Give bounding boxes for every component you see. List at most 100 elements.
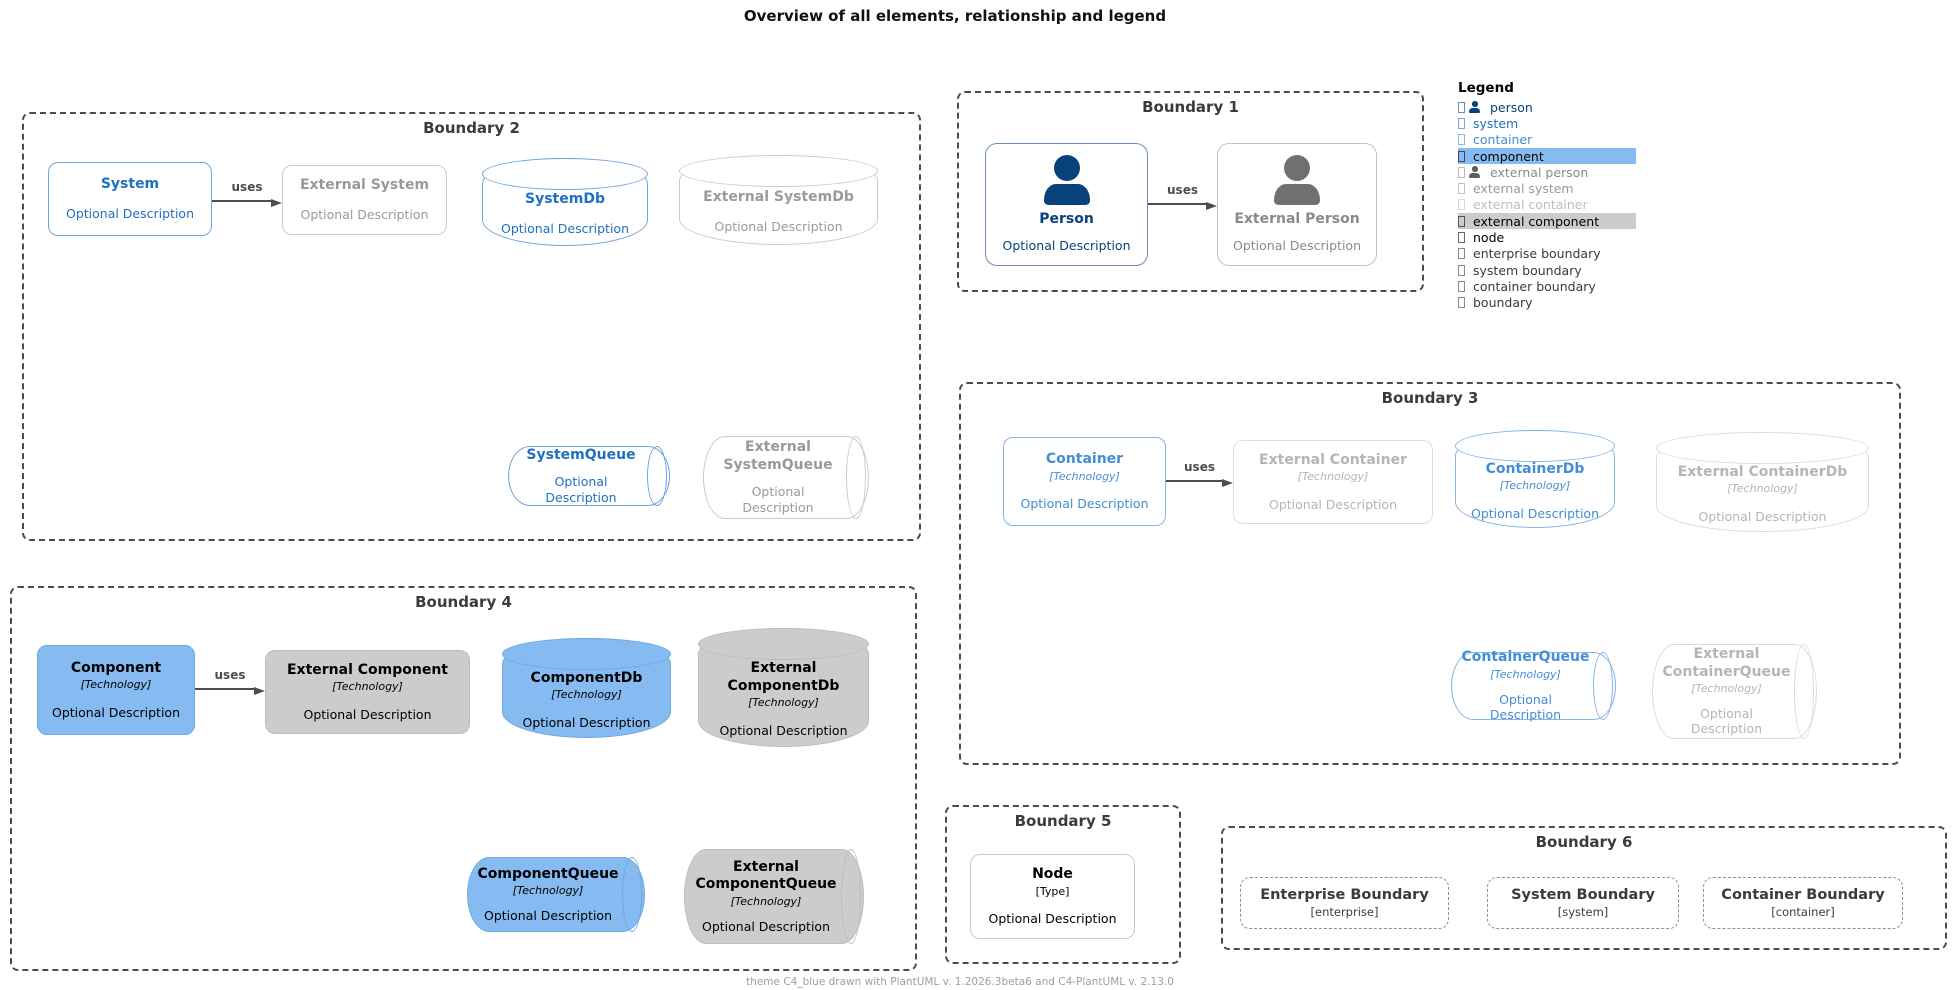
missing-glyph-icon — [1458, 248, 1465, 260]
relationship-label: uses — [231, 180, 263, 194]
legend-item-label: external container — [1473, 197, 1588, 213]
component-queue-element: ComponentQueue [Technology] Optional Des… — [467, 857, 645, 932]
element-title: Person — [1039, 210, 1094, 227]
element-technology: [Technology] — [1727, 482, 1798, 496]
legend-item-node: node — [1458, 229, 1636, 245]
boundary-6-label: Boundary 6 — [1535, 833, 1633, 851]
element-technology: [Technology] — [1297, 470, 1369, 484]
missing-glyph-icon — [1458, 297, 1465, 309]
element-description: Optional Description — [522, 714, 651, 730]
legend-item-label: container boundary — [1473, 278, 1596, 294]
element-title: External System — [299, 176, 430, 193]
arrowhead-icon — [1206, 201, 1217, 210]
person-icon — [1273, 154, 1321, 205]
boundary-6: Boundary 6 Enterprise Boundary [enterpri… — [1221, 826, 1947, 950]
legend-item-external-person: external person — [1458, 164, 1636, 180]
person-icon — [1468, 166, 1481, 179]
element-title: External Component — [286, 661, 448, 678]
relationship-label: uses — [1167, 183, 1198, 197]
legend-item-label: node — [1473, 230, 1505, 246]
element-description: Optional Description — [1698, 508, 1827, 524]
external-system-db-element: External SystemDb Optional Description — [679, 155, 878, 245]
external-system-element: External System Optional Description — [282, 165, 447, 235]
missing-glyph-icon — [1458, 166, 1465, 178]
element-title: External Person — [1234, 210, 1360, 227]
person-icon — [1043, 154, 1091, 205]
legend-item-label: external person — [1490, 164, 1589, 180]
element-description: Optional Description — [1690, 705, 1763, 737]
container-boundary-element: Container Boundary [container] — [1703, 877, 1903, 929]
element-type: [container] — [1771, 905, 1835, 919]
element-description: Optional Description — [1489, 691, 1562, 723]
element-description: Optional Description — [714, 219, 843, 235]
legend-item-label: boundary — [1473, 295, 1533, 311]
element-type: [enterprise] — [1310, 905, 1379, 919]
component-element: Component [Technology] Optional Descript… — [37, 645, 195, 735]
element-title: ComponentQueue — [477, 865, 619, 882]
person-element: Person Optional Description — [985, 143, 1148, 266]
element-description: Optional Description — [545, 474, 617, 505]
element-description: Optional Description — [1020, 496, 1149, 512]
element-title: External SystemQueue — [723, 439, 833, 473]
container-db-element: ContainerDb [Technology] Optional Descri… — [1455, 430, 1615, 528]
element-title: External ContainerQueue — [1662, 646, 1791, 680]
element-type: [Type] — [1035, 884, 1070, 898]
element-technology: [Technology] — [1691, 682, 1762, 695]
node-element: Node [Type] Optional Description — [970, 854, 1135, 939]
element-title: SystemDb — [525, 190, 605, 207]
missing-glyph-icon — [1458, 150, 1465, 162]
missing-glyph-icon — [1458, 264, 1465, 276]
legend-item-label: container — [1473, 132, 1533, 148]
element-description: Optional Description — [1268, 496, 1397, 512]
element-technology: [Technology] — [332, 680, 403, 694]
container-element: Container [Technology] Optional Descript… — [1003, 437, 1166, 526]
legend-item-label: system — [1473, 115, 1519, 131]
element-type: [system] — [1557, 905, 1609, 919]
missing-glyph-icon — [1458, 232, 1465, 244]
external-component-element: External Component [Technology] Optional… — [265, 650, 470, 734]
relationship-uses: uses — [1148, 175, 1217, 210]
arrowhead-icon — [1222, 478, 1233, 487]
missing-glyph-icon — [1458, 101, 1465, 113]
element-title: External Container — [1259, 451, 1407, 468]
element-description: Optional Description — [988, 911, 1117, 927]
boundary-3: Boundary 3 Container [Technology] Option… — [959, 382, 1901, 765]
system-boundary-element: System Boundary [system] — [1487, 877, 1679, 929]
enterprise-boundary-element: Enterprise Boundary [enterprise] — [1240, 877, 1449, 929]
element-title: ComponentDb — [530, 669, 643, 686]
external-container-element: External Container [Technology] Optional… — [1233, 440, 1433, 524]
legend-item-label: enterprise boundary — [1473, 246, 1601, 262]
element-title: External ComponentDb — [727, 660, 840, 694]
legend-item-component: component — [1458, 147, 1636, 165]
external-system-queue-element: External SystemQueue Optional Descriptio… — [703, 436, 869, 519]
person-icon — [1468, 101, 1481, 114]
element-description: Optional Description — [500, 221, 629, 237]
element-description: Optional Description — [65, 206, 194, 222]
boundary-5-label: Boundary 5 — [1014, 812, 1112, 830]
external-component-queue-element: External ComponentQueue [Technology] Opt… — [684, 849, 864, 944]
relationship-line — [212, 200, 273, 202]
element-technology: [Technology] — [512, 884, 584, 898]
element-title: Container — [1045, 451, 1124, 468]
legend-item-external-system: external system — [1458, 180, 1636, 196]
legend-item-person: person — [1458, 99, 1636, 115]
system-db-element: SystemDb Optional Description — [482, 158, 648, 246]
legend-item-boundary: boundary — [1458, 295, 1636, 311]
legend-item-enterprise-boundary: enterprise boundary — [1458, 246, 1636, 262]
element-description: Optional Description — [303, 706, 432, 722]
relationship-uses: uses — [212, 172, 282, 207]
element-description: Optional Description — [742, 484, 814, 515]
relationship-line — [1166, 480, 1224, 482]
container-queue-element: ContainerQueue [Technology] Optional Des… — [1451, 649, 1616, 723]
legend-title: Legend — [1458, 80, 1514, 96]
element-technology: [Technology] — [730, 894, 802, 908]
external-container-queue-element: External ContainerQueue [Technology] Opt… — [1652, 644, 1817, 739]
boundary-4-label: Boundary 4 — [415, 593, 512, 611]
element-technology: [Technology] — [1049, 469, 1120, 483]
legend-item-system-boundary: system boundary — [1458, 262, 1636, 278]
arrowhead-icon — [254, 686, 265, 695]
missing-glyph-icon — [1458, 183, 1465, 195]
legend-item-external-container: external container — [1458, 197, 1636, 213]
element-description: Optional Description — [483, 907, 612, 923]
element-title: Node — [1032, 866, 1073, 883]
